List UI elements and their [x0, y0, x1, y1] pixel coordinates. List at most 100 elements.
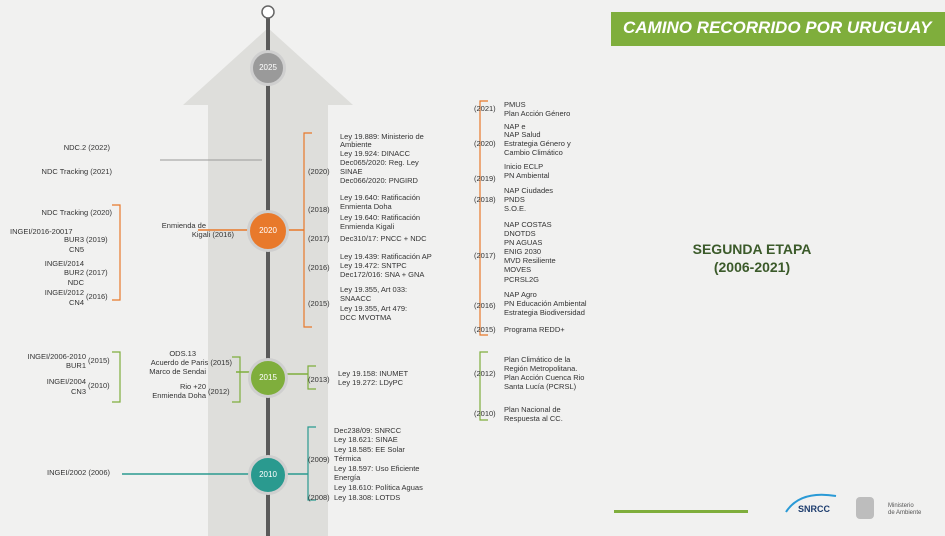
plan-item: (2012): [474, 369, 496, 378]
plan-item: DNOTDS: [504, 229, 536, 238]
milestone-2025: 2025: [250, 50, 286, 86]
law-item: Enmienda Kigali: [340, 222, 395, 231]
left-item: BUR2: [63, 268, 84, 277]
plan-item: (2019): [474, 174, 496, 183]
intl-item: Rio +20: [179, 382, 206, 391]
left-item: INGEI/2006-2010: [27, 352, 86, 361]
law-item: Ley 18.585: EE Solar: [334, 445, 405, 454]
law-item: Ley 18.308: LOTDS: [334, 493, 401, 502]
law-item: Dec172/016: SNA + GNA: [340, 270, 425, 279]
law-item: Ambiente: [340, 140, 372, 149]
law-item: DCC MVOTMA: [340, 313, 392, 322]
plan-item: Inicio ECLP: [504, 162, 544, 171]
plan-item: (2016): [474, 301, 496, 310]
left-item: INGEI/2016-20017: [10, 227, 73, 236]
plan-item: Estrategia Género y: [504, 139, 571, 148]
plan-item: Estrategia Biodiversidad: [504, 308, 585, 317]
intl-item: Kigali (2016): [191, 230, 234, 239]
plan-item: NAP Salud: [504, 130, 541, 139]
plan-item: Santa Lucía (PCRSL): [504, 382, 577, 391]
left-item: CN4: [68, 298, 84, 307]
law-item: Energía: [334, 473, 361, 482]
plan-item: NAP Ciudades: [504, 186, 554, 195]
law-item: Ley 19.640: Ratificación: [340, 193, 421, 202]
law-item: Dec065/2020: Reg. Ley: [340, 158, 419, 167]
intl-item: Enmienda de: [161, 221, 206, 230]
law-item: Térmica: [334, 454, 362, 463]
intl-item: Enmienda Doha: [152, 391, 206, 400]
law-item: Ley 18.597: Uso Eficiente: [334, 464, 420, 473]
plan-item: (2018): [474, 195, 496, 204]
milestone-2015: 2015: [248, 358, 288, 398]
plan-item: ENIG 2030: [504, 247, 542, 256]
stage-title-line1: SEGUNDA ETAPA: [692, 241, 812, 257]
footer-accent-line: [614, 510, 748, 513]
law-item: Ley 19.158: INUMET: [338, 369, 409, 378]
bracket: [307, 365, 316, 390]
milestone-2020: 2020: [247, 210, 289, 252]
plan-item: Región Metropolitana.: [504, 364, 578, 373]
plan-item: NAP Agro: [504, 290, 537, 299]
plan-item: PMUS: [504, 100, 526, 109]
bracket: [303, 132, 312, 328]
law-item: (2018): [308, 205, 330, 214]
left-item: NDC Tracking (2021): [41, 167, 112, 176]
law-item: (2016): [308, 263, 330, 272]
plan-item: Plan Acción Género: [504, 109, 571, 118]
law-item: (2008): [308, 493, 330, 502]
left-item: BUR1: [65, 361, 86, 370]
law-item: Ley 19.640: Ratificación: [340, 213, 421, 222]
plan-item: PN AGUAS: [504, 238, 543, 247]
left-item: NDC.2 (2022): [63, 143, 110, 152]
law-item: (2009): [308, 455, 330, 464]
plan-item: Programa REDD+: [504, 325, 565, 334]
left-item: CN5: [68, 245, 84, 254]
plan-item: Cambio Climático: [504, 148, 563, 157]
left-item: NDC: [67, 278, 84, 287]
bracket: [479, 351, 488, 421]
left-item: CN3: [70, 387, 86, 396]
plan-item: PN Ambiental: [504, 171, 550, 180]
plan-item: MVD Resiliente: [504, 256, 556, 265]
bracket: [112, 351, 121, 403]
stage-title-line2: (2006-2021): [713, 259, 791, 275]
plan-item: (2020): [474, 139, 496, 148]
plan-item: S.O.E.: [504, 204, 527, 213]
left-item: (2015): [88, 356, 110, 365]
plan-item: PNDS: [504, 195, 525, 204]
plan-item: PN Educación Ambiental: [504, 299, 587, 308]
plan-item: (2017): [474, 251, 496, 260]
left-item: (2019): [86, 235, 108, 244]
law-item: Ley 18.621: SINAE: [334, 435, 398, 444]
law-item: (2017): [308, 234, 330, 243]
law-item: Ley 19.924: DINACC: [340, 149, 411, 158]
snrcc-logo-swoosh: [785, 493, 837, 513]
intl-item: Acuerdo de Paris (2015): [150, 358, 232, 367]
law-item: Ley 19.355, Art 479:: [340, 304, 408, 313]
left-item: INGEI/2004: [46, 377, 86, 386]
milestone-2010: 2010: [248, 455, 288, 495]
left-item: INGEI/2002 (2006): [47, 468, 110, 477]
law-item: Ley 19.889: Ministerio de: [340, 132, 424, 141]
coat-of-arms-icon: [856, 497, 874, 519]
plan-item: Plan Nacional de: [504, 405, 561, 414]
law-item: (2013): [308, 375, 330, 384]
law-item: Ley 19.439: Ratificación AP: [340, 252, 432, 261]
intl-item: Marco de Sendai: [149, 367, 206, 376]
plan-item: Plan Climático de la: [504, 355, 571, 364]
law-item: (2020): [308, 167, 330, 176]
plan-item: (2010): [474, 409, 496, 418]
law-item: Dec238/09: SNRCC: [334, 426, 402, 435]
left-item: NDC Tracking (2020): [41, 208, 112, 217]
ministry-logo: Ministerio de Ambiente: [888, 503, 921, 517]
left-item: BUR3: [63, 235, 84, 244]
plan-item: Plan Acción Cuenca Rio: [504, 373, 585, 382]
bracket: [307, 426, 316, 501]
left-item: INGEI/2012: [44, 288, 84, 297]
ministry-line1: Ministerio: [888, 503, 914, 509]
left-item: (2016): [86, 292, 108, 301]
plan-item: Respuesta al CC.: [504, 414, 563, 423]
intl-item: (2012): [208, 387, 230, 396]
plan-item: (2021): [474, 104, 496, 113]
